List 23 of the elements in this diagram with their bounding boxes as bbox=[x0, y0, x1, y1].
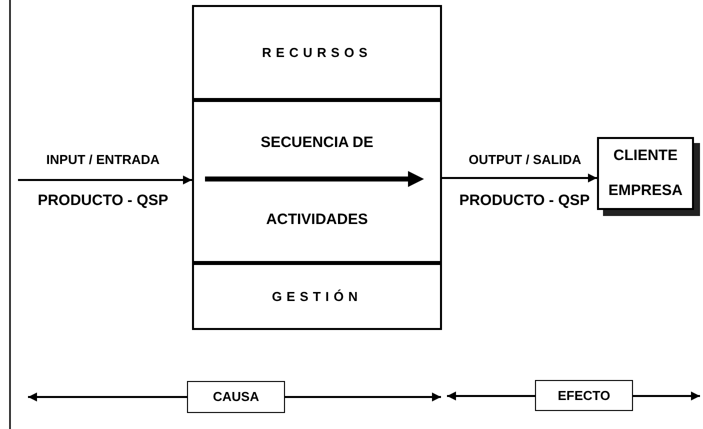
client-label: EMPRESA bbox=[608, 180, 683, 200]
span-box bbox=[187, 381, 285, 413]
flow-label: INPUT / ENTRADA bbox=[45, 151, 161, 169]
client-label: CLIENTE bbox=[613, 146, 678, 166]
process-label: ACTIVIDADES bbox=[266, 210, 368, 230]
band-box bbox=[192, 263, 442, 330]
arrow bbox=[18, 176, 192, 184]
arrow bbox=[442, 174, 597, 182]
span-label: CAUSA bbox=[212, 388, 260, 406]
band-box bbox=[192, 5, 442, 100]
process-box bbox=[192, 100, 442, 263]
arrow bbox=[447, 392, 535, 400]
arrow bbox=[285, 392, 441, 402]
process-label: SECUENCIA DE bbox=[260, 133, 374, 153]
flow-label: OUTPUT / SALIDA bbox=[468, 151, 582, 169]
flow-label: PRODUCTO - QSP bbox=[458, 191, 591, 211]
span-box bbox=[535, 380, 633, 411]
arrow bbox=[28, 392, 187, 402]
arrow bbox=[633, 392, 700, 400]
span-label: EFECTO bbox=[558, 386, 610, 405]
band-label: RECURSOS bbox=[262, 44, 372, 62]
band-label: GESTIÓN bbox=[272, 288, 362, 306]
flow-label: PRODUCTO - QSP bbox=[36, 191, 170, 211]
